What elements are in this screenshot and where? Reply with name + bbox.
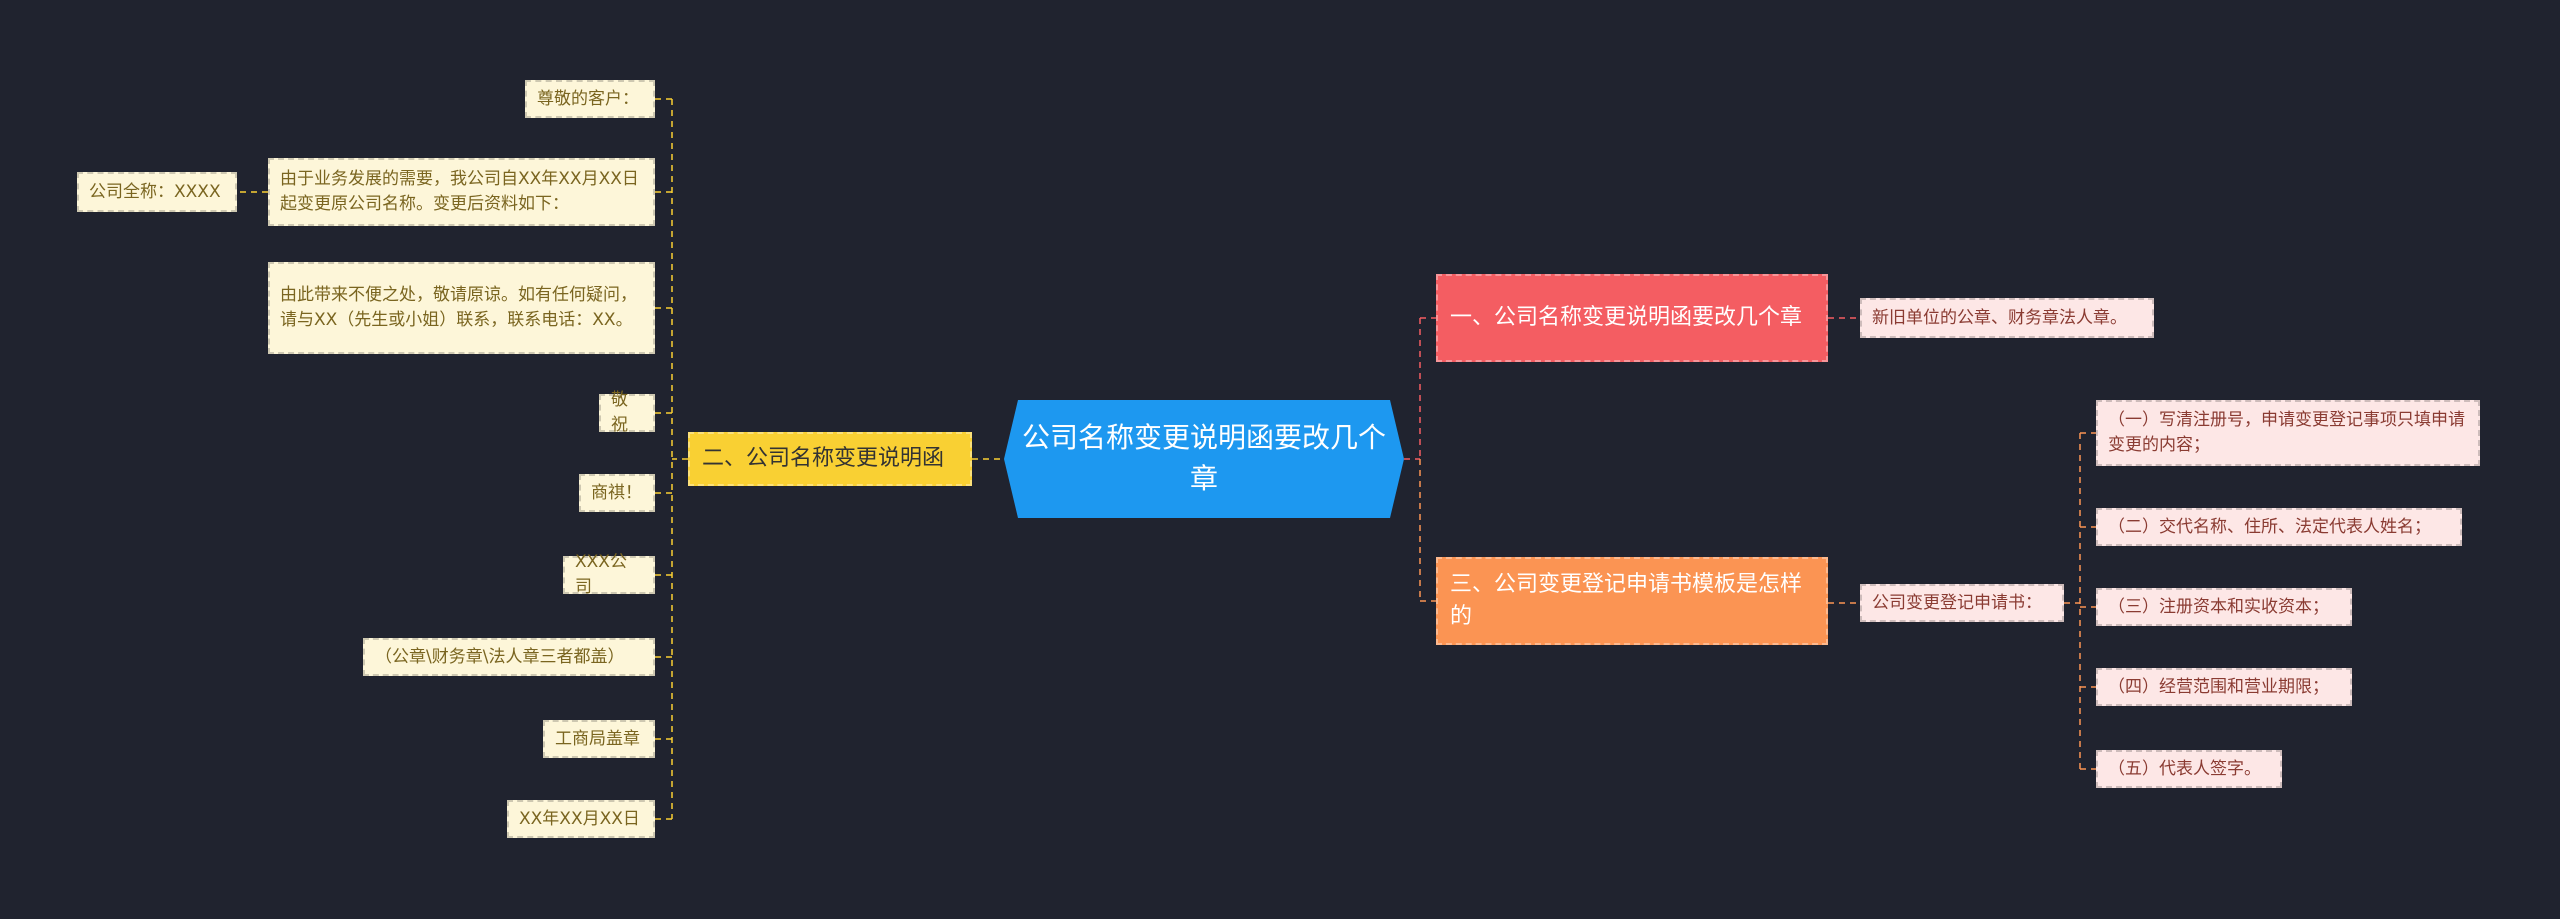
leaf-company-signature[interactable]: XXX公司: [563, 552, 655, 597]
leaf-apology-contact[interactable]: 由此带来不便之处，敬请原谅。如有任何疑问，请与XX（先生或小姐）联系，联系电话：…: [268, 262, 655, 354]
branch-how-many-seals[interactable]: 一、公司名称变更说明函要改几个章: [1436, 274, 1828, 362]
leaf-business-wishes[interactable]: 商祺！: [579, 474, 655, 512]
branch-application-template[interactable]: 三、公司变更登记申请书模板是怎样的: [1436, 557, 1828, 645]
leaf-three-seals[interactable]: （公章\财务章\法人章三者都盖）: [363, 638, 655, 676]
leaf-item-signature[interactable]: （五）代表人签字。: [2096, 750, 2282, 788]
branch-name-change-letter[interactable]: 二、公司名称变更说明函: [688, 432, 972, 486]
leaf-bureau-seal[interactable]: 工商局盖章: [543, 720, 655, 758]
leaf-dear-customer[interactable]: 尊敬的客户：: [525, 80, 655, 118]
leaf-item-name-address[interactable]: （二）交代名称、住所、法定代表人姓名；: [2096, 508, 2462, 546]
leaf-item-capital[interactable]: （三）注册资本和实收资本；: [2096, 588, 2352, 626]
leaf-business-reason[interactable]: 由于业务发展的需要，我公司自XX年XX月XX日起变更原公司名称。变更后资料如下：: [268, 158, 655, 226]
leaf-respect[interactable]: 敬祝: [599, 390, 655, 435]
leaf-item-business-scope[interactable]: （四）经营范围和营业期限；: [2096, 668, 2352, 706]
central-topic[interactable]: 公司名称变更说明函要改几个章: [1004, 400, 1404, 518]
leaf-application-form[interactable]: 公司变更登记申请书：: [1860, 584, 2064, 622]
leaf-item-registration-number[interactable]: （一）写清注册号，申请变更登记事项只填申请变更的内容；: [2096, 400, 2480, 466]
leaf-company-fullname[interactable]: 公司全称：XXXX: [77, 172, 237, 212]
leaf-date[interactable]: XX年XX月XX日: [507, 800, 655, 838]
leaf-old-new-seals[interactable]: 新旧单位的公章、财务章法人章。: [1860, 298, 2154, 338]
